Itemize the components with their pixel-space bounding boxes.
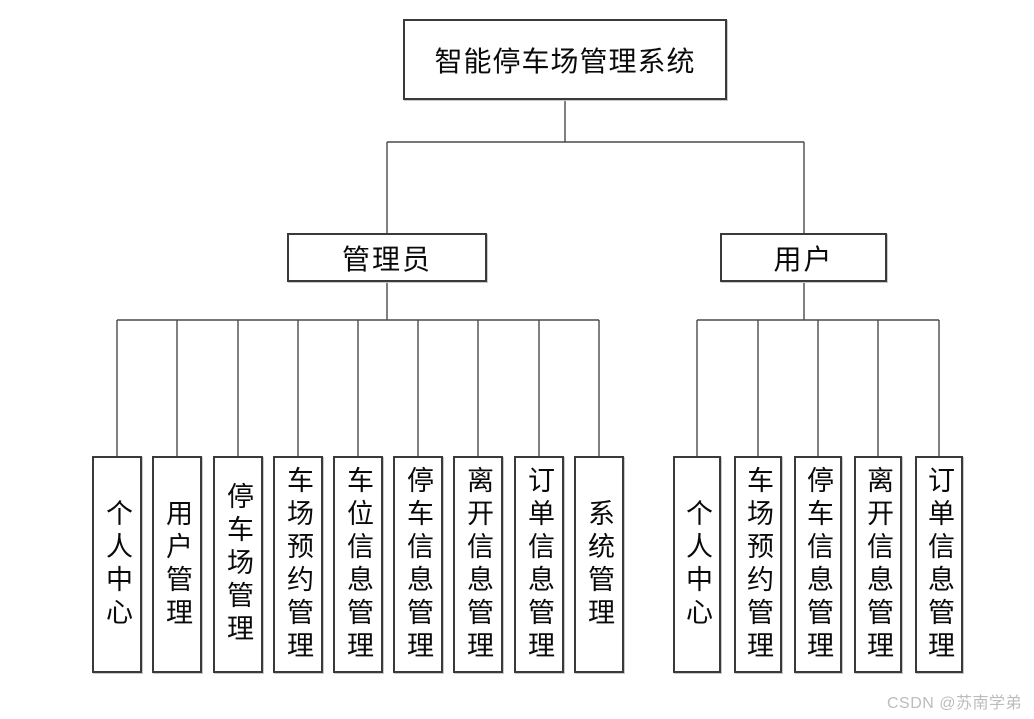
node-admin-child-user-mgmt: 用户管理 xyxy=(152,456,202,673)
node-admin-child-order-info-mgmt: 订单信息管理 xyxy=(514,456,564,673)
node-admin-child-parkinglot-mgmt: 停车场管理 xyxy=(213,456,263,673)
node-user: 用户 xyxy=(720,233,887,282)
node-user-child-order-info-mgmt: 订单信息管理 xyxy=(915,456,963,673)
node-admin-child-system-mgmt: 系统管理 xyxy=(574,456,624,673)
node-admin-child-reservation-mgmt: 车场预约管理 xyxy=(273,456,323,673)
node-user-child-leave-info-mgmt: 离开信息管理 xyxy=(854,456,902,673)
node-admin: 管理员 xyxy=(287,233,487,282)
node-admin-child-space-info-mgmt: 车位信息管理 xyxy=(333,456,383,673)
watermark: CSDN @苏南学弟 xyxy=(886,695,1022,712)
node-admin-child-leave-info-mgmt: 离开信息管理 xyxy=(453,456,503,673)
node-admin-child-parking-info-mgmt: 停车信息管理 xyxy=(393,456,443,673)
node-user-child-personal-center: 个人中心 xyxy=(673,456,721,673)
node-root: 智能停车场管理系统 xyxy=(403,19,727,100)
node-user-child-parking-info-mgmt: 停车信息管理 xyxy=(794,456,842,673)
node-user-child-reservation-mgmt: 车场预约管理 xyxy=(734,456,782,673)
node-admin-child-personal-center: 个人中心 xyxy=(92,456,142,673)
